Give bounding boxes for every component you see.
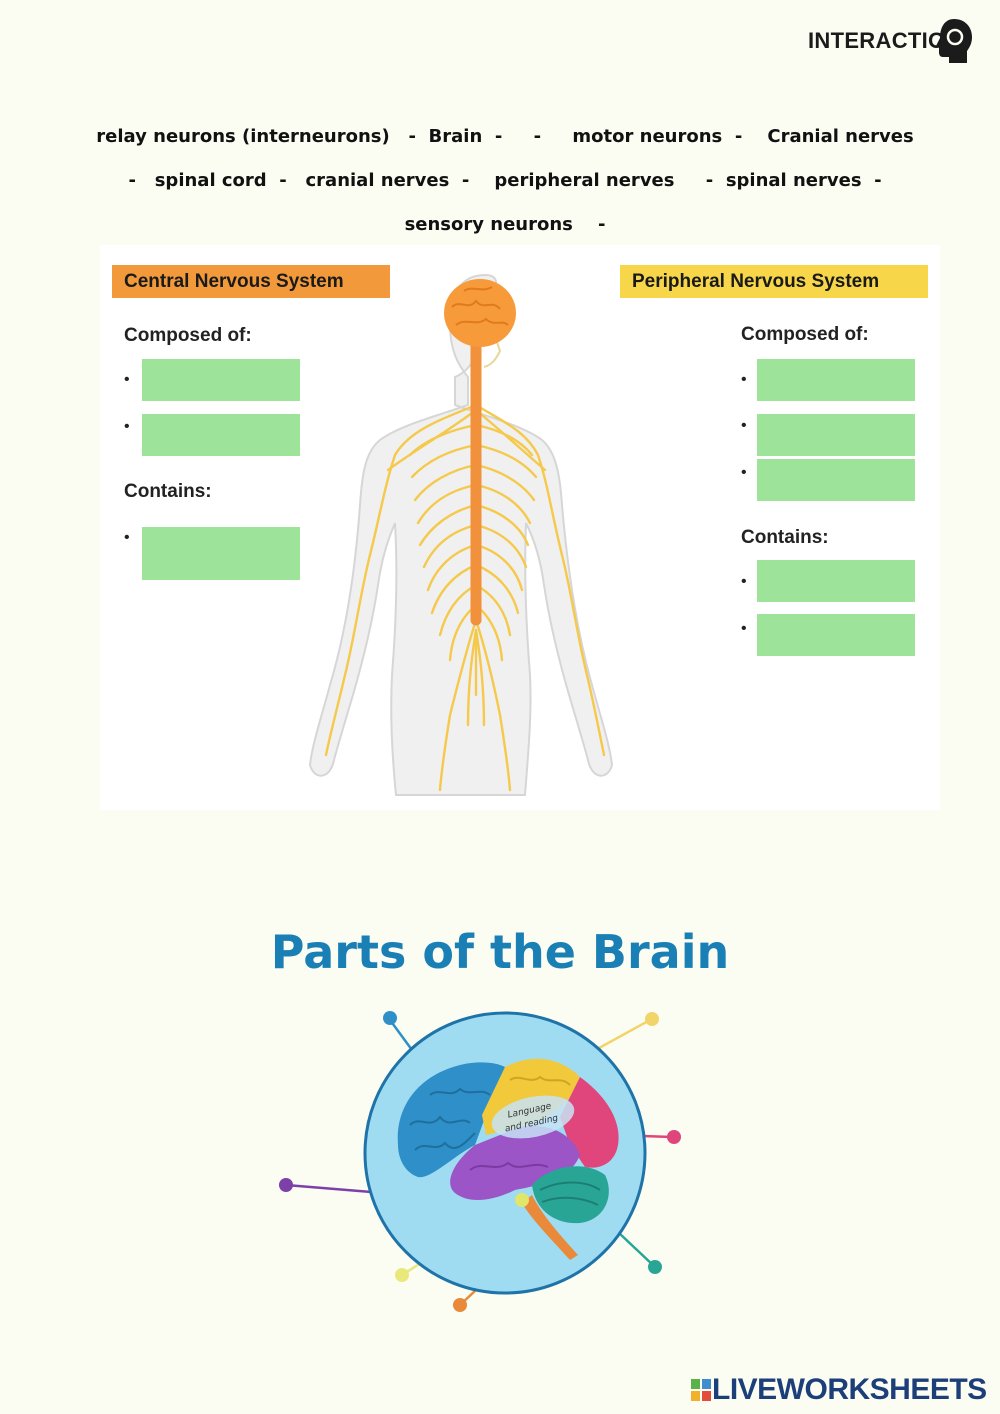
cns-contains-label: Contains:: [124, 481, 212, 502]
parietal-lobe-label-dot: [645, 1012, 659, 1026]
brain-parts-illustration: Language and reading: [279, 1011, 681, 1312]
cns-contains-drop-zone-1[interactable]: [142, 527, 300, 580]
bullet: •: [741, 464, 747, 481]
head-silhouette-icon: [935, 19, 972, 63]
bullet: •: [741, 573, 747, 590]
bullet: •: [124, 418, 130, 435]
brain-stem-label-dot: [453, 1298, 467, 1312]
separator: -: [449, 170, 495, 191]
logo-text: INTERACTION: [808, 28, 962, 53]
cns-composed-drop-zone-2[interactable]: [142, 414, 300, 456]
word-bank-line-3: sensory neurons -: [60, 203, 950, 247]
word-bank: relay neurons (interneurons) - Brain - -…: [60, 115, 950, 247]
occipital-lobe-label-dot: [667, 1130, 681, 1144]
interaction-logo: INTERACTION: [808, 18, 974, 64]
bullet: •: [741, 371, 747, 388]
temporal-lobe-label-dot: [279, 1178, 293, 1192]
word-bank-line-2: - spinal cord - cranial nerves - periphe…: [60, 159, 950, 203]
word-option[interactable]: relay neurons (interneurons): [96, 126, 390, 147]
pns-contains-label: Contains:: [741, 527, 829, 548]
pns-header: Peripheral Nervous System: [620, 265, 928, 298]
pns-composed-drop-zone-2[interactable]: [757, 414, 915, 456]
cns-composed-drop-zone-1[interactable]: [142, 359, 300, 401]
separator: -: [266, 170, 306, 191]
separator: -: [128, 170, 155, 191]
cns-composed-label: Composed of:: [124, 325, 252, 346]
frontal-lobe-label-dot: [383, 1011, 397, 1025]
footer-brand: LIVEWORKSHEETS: [712, 1373, 987, 1406]
pns-contains-drop-zone-2[interactable]: [757, 614, 915, 656]
word-option[interactable]: cranial nerves: [305, 170, 450, 191]
word-option[interactable]: peripheral nerves: [494, 170, 675, 191]
pns-composed-label: Composed of:: [741, 324, 869, 345]
liveworksheets-logo-icon: [691, 1379, 711, 1401]
word-option[interactable]: motor neurons: [572, 126, 723, 147]
nervous-system-diagram: Central Nervous System Peripheral Nervou…: [100, 245, 940, 810]
bullet: •: [741, 620, 747, 637]
pns-contains-drop-zone-1[interactable]: [757, 560, 915, 602]
word-option[interactable]: spinal nerves: [725, 170, 862, 191]
separator: -: [572, 214, 606, 235]
word-option[interactable]: sensory neurons: [404, 214, 573, 235]
word-option[interactable]: spinal cord: [154, 170, 267, 191]
bullet: •: [741, 417, 747, 434]
human-nervous-system-illustration: [308, 273, 614, 796]
bullet: •: [124, 529, 130, 546]
brain-section-title: Parts of the Brain: [270, 925, 730, 979]
separator: -: [861, 170, 882, 191]
separator: - Brain - -: [389, 126, 573, 147]
pns-composed-drop-zone-1[interactable]: [757, 359, 915, 401]
separator: -: [674, 170, 726, 191]
word-option[interactable]: Cranial nerves: [767, 126, 914, 147]
pituitary-label-dot: [395, 1268, 409, 1282]
word-bank-line-1: relay neurons (interneurons) - Brain - -…: [60, 115, 950, 159]
liveworksheets-footer: LIVEWORKSHEETS: [690, 1370, 987, 1410]
pns-composed-drop-zone-3[interactable]: [757, 459, 915, 501]
cns-header: Central Nervous System: [112, 265, 390, 298]
cerebellum-label-dot: [648, 1260, 662, 1274]
separator: -: [722, 126, 768, 147]
bullet: •: [124, 371, 130, 388]
